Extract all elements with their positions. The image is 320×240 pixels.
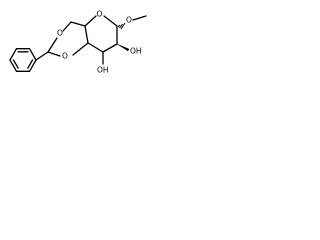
dioxane-ring bbox=[47, 21, 89, 57]
acetal-oxygen-upper-label: O bbox=[57, 29, 63, 38]
methoxy-oxygen-label: O bbox=[126, 16, 132, 25]
phenyl-ring bbox=[9, 48, 37, 72]
acetal-oxygen-lower-label: O bbox=[62, 52, 68, 61]
structure-diagram: O O O O OH OH bbox=[9, 10, 147, 75]
c2-hydroxyl-label: OH bbox=[130, 47, 142, 56]
phenyl-acetal-bond bbox=[35, 51, 49, 61]
methoxy-group bbox=[117, 15, 147, 30]
c3-hydroxyl-label: OH bbox=[97, 66, 109, 75]
c2-oh-wedge bbox=[116, 43, 130, 52]
ring-oxygen-label: O bbox=[97, 10, 103, 19]
pyranose-ring bbox=[84, 15, 118, 53]
